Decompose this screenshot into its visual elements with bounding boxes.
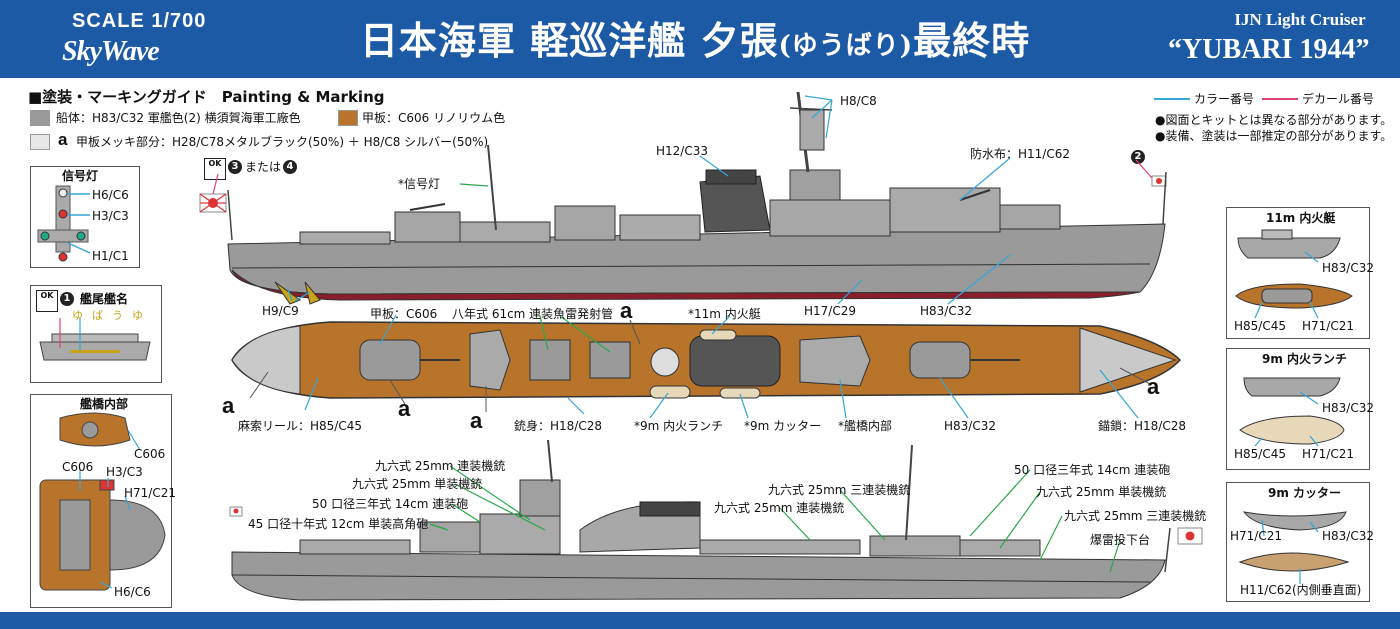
legend-hull: 船体：H83/C32 軍艦色(2) 横須賀海軍工廠色 — [56, 111, 301, 125]
decal-number-3: 3 — [228, 160, 242, 174]
label-14cm-twin-1: 50 口径三年式 14cm 連装砲 — [312, 497, 469, 511]
label-11m-launch: *11m 内火艇 — [688, 307, 761, 321]
label-rope-reel: 麻索リール：H85/C45 — [238, 419, 362, 433]
boat-11m-label-2: H85/C45 — [1234, 319, 1286, 333]
label-25mm-single-1: 九六式 25mm 単装機銃 — [352, 477, 483, 491]
title-tail: 最終時 — [913, 18, 1031, 63]
note-1: ●図面とキットとは異なる部分があります。 — [1155, 113, 1393, 127]
label-9m-launch: *9m 内火ランチ — [634, 419, 724, 433]
boat-11m-label-3: H71/C21 — [1302, 319, 1354, 333]
signal-label-2: H3/C3 — [92, 209, 129, 223]
decal-number-1: 1 — [60, 292, 74, 306]
legend-deck: 甲板：C606 リノリウム色 — [362, 111, 506, 125]
label-bridge-interior: *艦橋内部 — [838, 419, 893, 433]
metal-mark-a-2: a — [398, 396, 411, 421]
label-h9c9: H9/C9 — [262, 304, 299, 318]
bridge-interior-box — [30, 394, 172, 608]
legend-deck-metal: 甲板メッキ部分：H28/C78メタルブラック(50%) ＋ H8/C8 シルバー… — [76, 135, 489, 149]
signal-label-3: H1/C1 — [92, 249, 129, 263]
label-12cm-aa: 45 口径十年式 12cm 単装高角砲 — [248, 517, 429, 531]
metal-mark-a-5: a — [1147, 374, 1160, 399]
legend-decal-number: デカール番号 — [1302, 92, 1375, 106]
label-deck-c606: 甲板：C606 — [370, 307, 438, 321]
label-depth-charge-rack: 爆雷投下台 — [1090, 533, 1151, 547]
boat-9m-launch-title: 9m 内火ランチ — [1262, 352, 1348, 366]
metal-mark-a-1: a — [222, 393, 235, 418]
label-h83c32-top: H83/C32 — [944, 419, 996, 433]
label-9m-cutter: *9m カッター — [744, 419, 822, 433]
deck-swatch — [338, 110, 358, 126]
page-title: 日本海軍 軽巡洋艦 夕張(ゆうばり)最終時 — [360, 10, 1030, 65]
stern-name-title: 艦尾艦名 — [80, 292, 129, 306]
label-25mm-triple-1: 九六式 25mm 三連装機銃 — [768, 483, 911, 497]
english-subtitle: IJN Light Cruiser — [1234, 10, 1366, 29]
signal-label-1: H6/C6 — [92, 188, 129, 202]
label-25mm-triple-2: 九六式 25mm 三連装機銃 — [1064, 509, 1207, 523]
boat-9m-launch-label-3: H71/C21 — [1302, 447, 1354, 461]
ok-badge-flag: OK — [204, 158, 226, 180]
hull-swatch — [30, 110, 50, 126]
title-paren: (ゆうばり) — [778, 31, 914, 61]
title-main: 日本海軍 軽巡洋艦 夕張 — [360, 18, 779, 63]
brand-logo: SkyWave — [62, 36, 160, 67]
boat-9m-launch-label-1: H83/C32 — [1322, 401, 1374, 415]
note-2: ●装備、塗装は一部推定の部分があります。 — [1155, 129, 1393, 143]
label-h8c8: H8/C8 — [840, 94, 877, 108]
label-h83c32-side: H83/C32 — [920, 304, 972, 318]
legend-metal-mark: a — [58, 130, 68, 149]
header-bar — [0, 0, 1400, 78]
bridge-label-2: C606 — [62, 460, 94, 474]
boat-9m-cutter-label-2: H83/C32 — [1322, 529, 1374, 543]
boat-9m-cutter-title: 9m カッター — [1268, 486, 1342, 500]
label-torpedo-tubes: 八年式 61cm 連装魚雷発射管 — [452, 307, 614, 321]
label-waterproof-cloth: 防水布：H11/C62 — [970, 147, 1070, 161]
label-14cm-twin-2: 50 口径三年式 14cm 連装砲 — [1014, 463, 1171, 477]
boat-9m-cutter-label-1: H71/C21 — [1230, 529, 1282, 543]
boat-9m-launch-label-2: H85/C45 — [1234, 447, 1286, 461]
boat-11m-label-1: H83/C32 — [1322, 261, 1374, 275]
decal-number-2: 2 — [1131, 150, 1145, 164]
scale-label: SCALE 1/700 — [72, 10, 207, 32]
bridge-label-1: C606 — [134, 447, 166, 461]
label-h17c29: H17/C29 — [804, 304, 856, 318]
metal-mark-a-4: a — [620, 298, 633, 323]
legend-heading: ■塗装・マーキングガイド Painting & Marking — [28, 88, 385, 106]
label-25mm-twin-2: 九六式 25mm 連装機銃 — [714, 501, 845, 515]
stern-name-chars: ゆばうゆ — [72, 309, 152, 322]
or-text: または — [245, 160, 282, 174]
ok-badge-stern: OK — [36, 290, 58, 312]
signal-light-title: 信号灯 — [62, 169, 99, 183]
bridge-label-4: H71/C21 — [124, 486, 176, 500]
label-anchor-chain: 錨鎖：H18/C28 — [1098, 419, 1186, 433]
bridge-title: 艦橋内部 — [80, 397, 129, 411]
english-title: “YUBARI 1944” — [1168, 34, 1370, 65]
label-h12c33: H12/C33 — [656, 144, 708, 158]
footer-bar — [0, 612, 1400, 629]
metal-mark-a-3: a — [470, 408, 483, 433]
label-25mm-twin-1: 九六式 25mm 連装機銃 — [375, 459, 506, 473]
boat-11m-title: 11m 内火艇 — [1266, 211, 1336, 225]
boat-box-9m-cutter — [1226, 482, 1370, 602]
legend-color-number: カラー番号 — [1194, 92, 1255, 106]
decal-number-4: 4 — [283, 160, 297, 174]
label-25mm-single-2: 九六式 25mm 単装機銃 — [1036, 485, 1167, 499]
color-number-line — [1154, 98, 1190, 100]
decal-number-line — [1262, 98, 1298, 100]
metal-swatch — [30, 134, 50, 150]
boat-box-11m — [1226, 207, 1370, 339]
boat-9m-cutter-label-3: H11/C62(内側垂直面) — [1240, 583, 1362, 597]
label-barrel: 銃身：H18/C28 — [514, 419, 602, 433]
bridge-label-3: H3/C3 — [106, 465, 143, 479]
label-signal-light: *信号灯 — [398, 177, 441, 191]
bridge-label-5: H6/C6 — [114, 585, 151, 599]
boat-box-9m-launch — [1226, 348, 1370, 470]
